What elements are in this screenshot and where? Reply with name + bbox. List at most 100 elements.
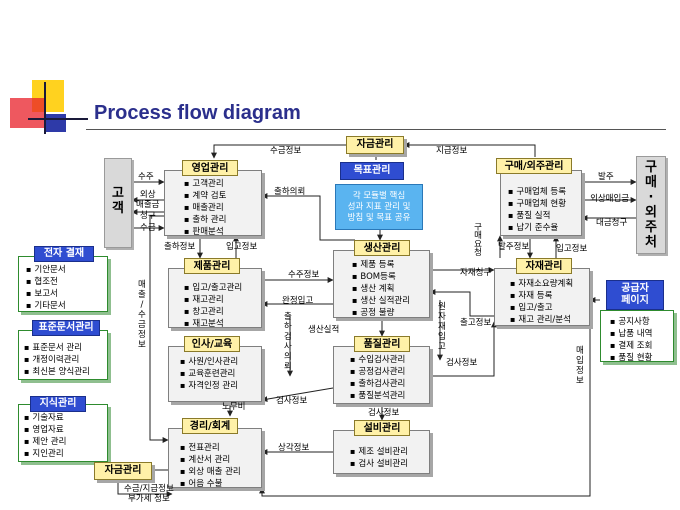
facility-header: 설비관리: [354, 420, 410, 436]
product-items: 입고/출고관리 재고관리 창고관리 재고분석: [184, 282, 242, 330]
list-item: 자재소요량계획: [510, 278, 573, 290]
label-depreciation: 상각정보: [278, 443, 310, 453]
sales-items: 고객관리 계약 검토 매출관리 출하 관리 판매분석: [184, 178, 226, 238]
list-item: 교육훈련관리: [180, 368, 238, 380]
account-items: 전표관리 계산서 관리 외상 매출 관리 어음 수불: [180, 442, 241, 490]
list-item: 매출관리: [184, 202, 226, 214]
customer-box[interactable]: [104, 158, 132, 248]
list-item: 재고분석: [184, 318, 242, 330]
top-fund-box[interactable]: 자금관리: [346, 136, 404, 154]
list-item: 기술자료: [24, 412, 66, 424]
purchase-items: 구매업체 등록 구매업체 현황 품질 실적 납기 준수율: [508, 186, 566, 234]
list-item: 품질분석관리: [350, 390, 405, 402]
bottom-fund-box[interactable]: 자금관리: [94, 462, 152, 480]
list-item: 납품 내역: [610, 328, 652, 340]
conn-ship-request: [261, 193, 355, 241]
hr-header: 인사/교육: [184, 336, 240, 352]
knowledge-header: 지식관리: [30, 396, 86, 412]
label-collect-info: 수금정보: [270, 146, 302, 156]
standard-doc-header: 표준문서관리: [32, 320, 100, 336]
list-item: 전표관리: [180, 442, 241, 454]
knowledge-items: 기술자료 영업자료 제안 관리 지인관리: [24, 412, 66, 460]
goal-line-2: 성과 지표 관리 및: [347, 202, 411, 212]
label-ship-info: 출하정보: [164, 242, 196, 252]
goal-line-1: 각 모듈별 핵심: [352, 191, 406, 201]
list-item: 출하 관리: [184, 214, 226, 226]
label-complete-in: 완정입고: [282, 296, 314, 306]
label-receive-info: 입고정보: [556, 244, 588, 254]
conn-out-info: [429, 289, 494, 317]
conn-inspect-info: [261, 387, 334, 403]
label-material-claim: 자재청구: [460, 268, 492, 278]
list-item: 수입검사관리: [350, 354, 405, 366]
sales-header: 영업관리: [182, 160, 238, 176]
quality-header: 품질관리: [354, 336, 410, 352]
purchase-header: 구매/외주관리: [496, 158, 572, 174]
list-item: 입고/출고관리: [184, 282, 242, 294]
list-item: 생산 실적관리: [352, 295, 410, 307]
list-item: 최신본 양식관리: [24, 366, 89, 378]
supplier-page-items: 공지사항 납품 내역 결제 조회 품질 현황: [610, 316, 652, 364]
label-ap: 외상매입금: [590, 194, 630, 204]
label-bill: 대금청구: [596, 218, 628, 228]
label-purchase-info: 매 입 정 보: [576, 346, 584, 386]
label-sales-info: 매 출 / 수 금 정 보: [138, 280, 146, 350]
label-ship-inspect: 출 하 검 사 의 뢰: [284, 312, 292, 372]
supplier-page-header: 공급자 페이지: [606, 280, 664, 310]
label-raw-in: 원 자 재 입 고: [438, 302, 446, 352]
supplier-page-title-1: 공급자: [621, 283, 649, 294]
list-item: 협조전: [26, 276, 66, 288]
label-order: 수주: [138, 172, 154, 182]
list-item: 자재 등록: [510, 290, 573, 302]
goal-box[interactable]: 각 모듈별 핵심 성과 지표 관리 및 방침 및 목표 공유: [335, 184, 423, 230]
hr-items: 사원/인사관리 교육훈련관리 자격인정 관리: [180, 356, 238, 392]
conn-purchase-info: [259, 326, 591, 497]
list-item: 공정 불량: [352, 307, 410, 319]
list-item: 공정검사관리: [350, 366, 405, 378]
conn-sales-info: [149, 215, 169, 443]
deco-vertical-line: [44, 82, 46, 134]
list-item: 영업자료: [24, 424, 66, 436]
label-collect: 수금: [140, 223, 156, 233]
list-item: 어음 수불: [180, 478, 241, 490]
list-item: 품질 실적: [508, 210, 566, 222]
label-labor: 노무비: [222, 402, 246, 412]
list-item: 구매업체 등록: [508, 186, 566, 198]
product-header: 제품관리: [184, 258, 240, 274]
title-underline: [86, 129, 666, 130]
list-item: 기안문서: [26, 264, 65, 276]
conn-fund-sales: [211, 144, 346, 159]
account-header: 경리/회계: [182, 418, 238, 434]
list-item: 자격인정 관리: [180, 380, 238, 392]
list-item: 판매분석: [184, 226, 226, 238]
list-item: 제안 관리: [24, 436, 66, 448]
list-item: 개정이력관리: [24, 354, 90, 366]
list-item: 입고/출고: [510, 302, 573, 314]
label-prod-result: 생산실적: [308, 325, 340, 335]
label-in-info: 입고정보: [226, 242, 258, 252]
list-item: 지인관리: [24, 448, 66, 460]
conn-fund-info: [117, 480, 173, 497]
material-header: 자재관리: [516, 258, 572, 274]
edi-items: 기안문서 협조전 보고서 기타문서: [26, 264, 66, 312]
vendor-label: 구 매 · 외 주 처: [645, 160, 657, 250]
list-item: 품질 현황: [610, 352, 652, 364]
facility-items: 제조 설비관리 검사 설비관리: [350, 446, 408, 470]
list-item: 재고 관리/분석: [510, 314, 573, 326]
deco-red-square: [10, 98, 46, 128]
material-items: 자재소요량계획 자재 등록 입고/출고 재고 관리/분석: [510, 278, 573, 326]
label-inspect-info-2: 검사정보: [276, 396, 308, 406]
goal-header[interactable]: 목표관리: [340, 162, 404, 180]
vendor-box[interactable]: [636, 156, 666, 254]
list-item: 구매업체 현황: [508, 198, 566, 210]
customer-label: 고 객: [112, 186, 124, 216]
list-item: 계산서 관리: [180, 454, 241, 466]
list-item: 재고관리: [184, 294, 242, 306]
page-title: Process flow diagram: [94, 102, 301, 124]
list-item: 결제 조회: [610, 340, 652, 352]
label-inspect-info-1: 검사정보: [446, 358, 478, 368]
list-item: 기타문서: [26, 300, 65, 312]
list-item: 보고서: [26, 288, 66, 300]
list-item: 표준문서 관리: [24, 342, 90, 354]
